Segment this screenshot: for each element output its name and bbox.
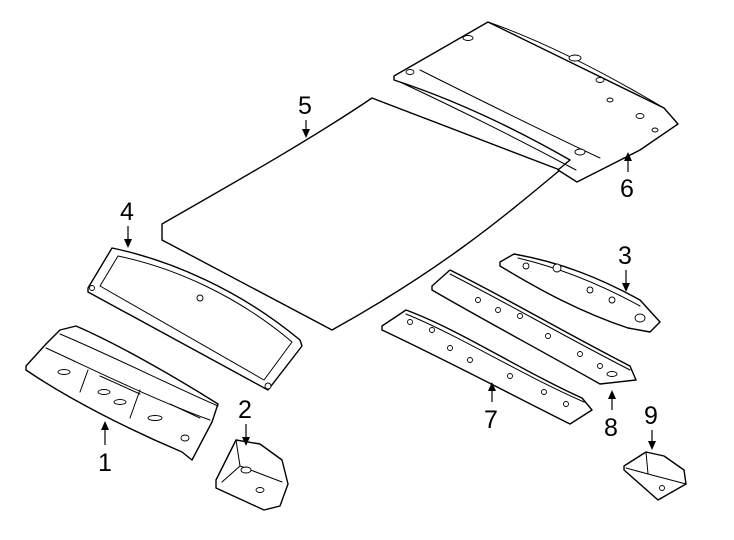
callout-6: 6 xyxy=(620,175,634,203)
arrowhead-8 xyxy=(608,390,616,399)
part-3-rear-bow xyxy=(499,253,661,333)
arrowhead-7 xyxy=(488,382,496,391)
leaders xyxy=(101,120,656,450)
arrowhead-4 xyxy=(124,239,132,248)
part-6-roof-header xyxy=(393,21,679,183)
part-2-bracket xyxy=(215,439,289,511)
part-9-small-bracket xyxy=(623,451,687,501)
arrowhead-6 xyxy=(624,152,632,161)
part-1-front-bow xyxy=(25,325,219,461)
callouts: 1 2 3 4 5 6 7 8 9 xyxy=(98,92,658,477)
part-8-roof-bow xyxy=(431,269,637,385)
callout-4: 4 xyxy=(120,198,134,226)
callout-3: 3 xyxy=(618,242,632,270)
arrowhead-1 xyxy=(101,421,109,430)
arrowhead-5 xyxy=(302,129,310,138)
callout-7: 7 xyxy=(484,406,498,434)
callout-1: 1 xyxy=(98,449,112,477)
arrowhead-9 xyxy=(648,441,656,450)
arrowhead-3 xyxy=(622,283,630,292)
callout-2: 2 xyxy=(238,396,252,424)
part-7-roof-bow xyxy=(381,309,593,425)
part-4-windshield-frame xyxy=(87,247,303,391)
callout-5: 5 xyxy=(298,92,312,120)
callout-8: 8 xyxy=(604,414,618,442)
arrowhead-2 xyxy=(242,437,250,446)
callout-9: 9 xyxy=(644,402,658,430)
